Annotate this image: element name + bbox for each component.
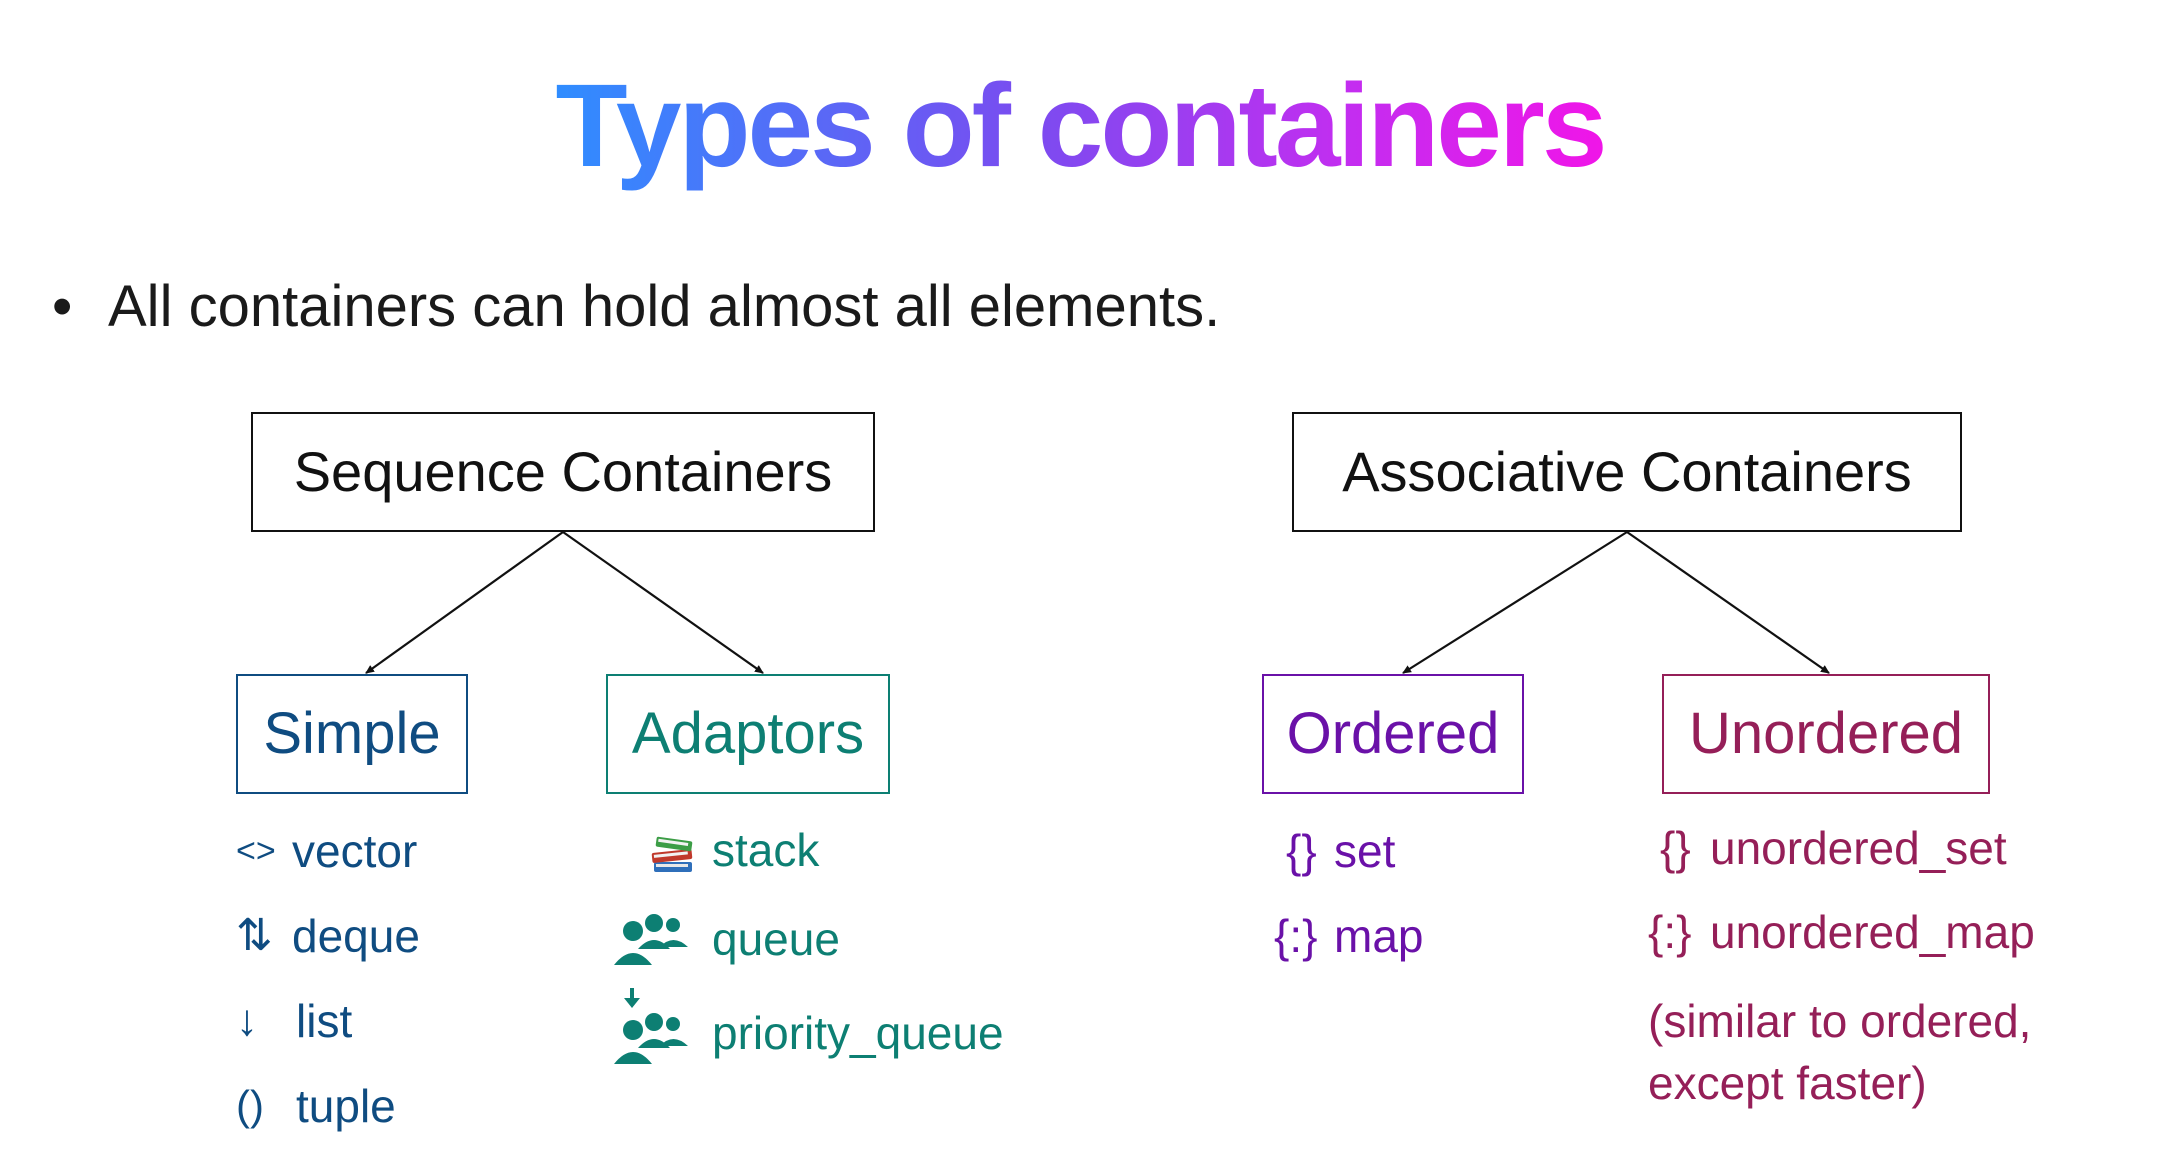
arrow-associative-to-ordered [1402,531,1628,674]
arrow-sequence-to-simple [365,531,564,674]
list-item-queue: queue [612,911,840,967]
sequence-containers-box: Sequence Containers [251,412,875,532]
ordered-box: Ordered [1262,674,1524,794]
list-item-label: tuple [296,1080,396,1132]
list-item-label: queue [712,913,840,965]
list-item-label: deque [292,910,420,962]
bullet-point: • All containers can hold almost all elem… [52,272,1220,342]
page-title: Types of containers [555,60,1608,192]
sequence-containers-label: Sequence Containers [293,440,833,503]
list-item-label: map [1334,910,1424,962]
list-item-map: {:} map [1274,913,1423,959]
list-item-set: {} set [1286,828,1395,874]
associative-containers-box: Associative Containers [1292,412,1962,532]
unordered-note-line1: (similar to ordered, [1648,995,2032,1047]
ordered-label: Ordered [1286,701,1500,766]
curly-braces-colon-icon: {:} [1274,910,1318,962]
list-item-label: unordered_map [1710,906,2035,958]
adaptors-label: Adaptors [631,701,865,766]
unordered-note-line2: except faster) [1648,1057,1927,1110]
curly-braces-colon-icon: {:} [1648,906,1692,958]
down-arrow-icon: ↓ [236,996,258,1045]
associative-containers-label: Associative Containers [1342,440,1912,503]
people-group-priority-icon [612,986,712,1066]
list-item-label: priority_queue [712,1007,1004,1059]
list-item-label: set [1334,825,1396,877]
bullet-text: All containers can hold almost all eleme… [108,274,1221,339]
simple-label: Simple [263,701,441,766]
list-item-priority-queue: priority_queue [612,986,1004,1066]
arrow-sequence-to-adaptors [562,531,764,674]
arrow-associative-to-unordered [1626,531,1830,674]
people-group-icon [612,911,712,967]
list-item-label: stack [712,824,820,876]
unordered-note: (similar to ordered, except faster) [1648,990,2031,1114]
list-item-label: list [296,995,353,1047]
list-item-label: vector [292,825,418,877]
list-item-unordered-set: {} unordered_set [1660,825,2007,871]
curly-braces-icon: {} [1286,825,1317,877]
list-item-unordered-map: {:} unordered_map [1648,909,2035,955]
list-item-list: ↓ list [236,998,352,1044]
list-item-vector: <> vector [236,828,417,874]
curly-braces-icon: {} [1660,822,1691,874]
list-item-deque: ⇅ deque [236,913,420,959]
unordered-box: Unordered [1662,674,1990,794]
simple-box: Simple [236,674,468,794]
list-item-tuple: () tuple [236,1083,396,1129]
angle-brackets-icon: <> [236,832,276,870]
adaptors-box: Adaptors [606,674,890,794]
list-item-label: unordered_set [1710,822,2007,874]
up-down-arrows-icon: ⇅ [236,911,273,960]
parentheses-icon: () [236,1082,264,1129]
list-item-stack: stack [612,824,819,876]
bullet-dot: • [52,274,73,339]
unordered-label: Unordered [1688,701,1964,766]
books-icon [612,824,712,876]
